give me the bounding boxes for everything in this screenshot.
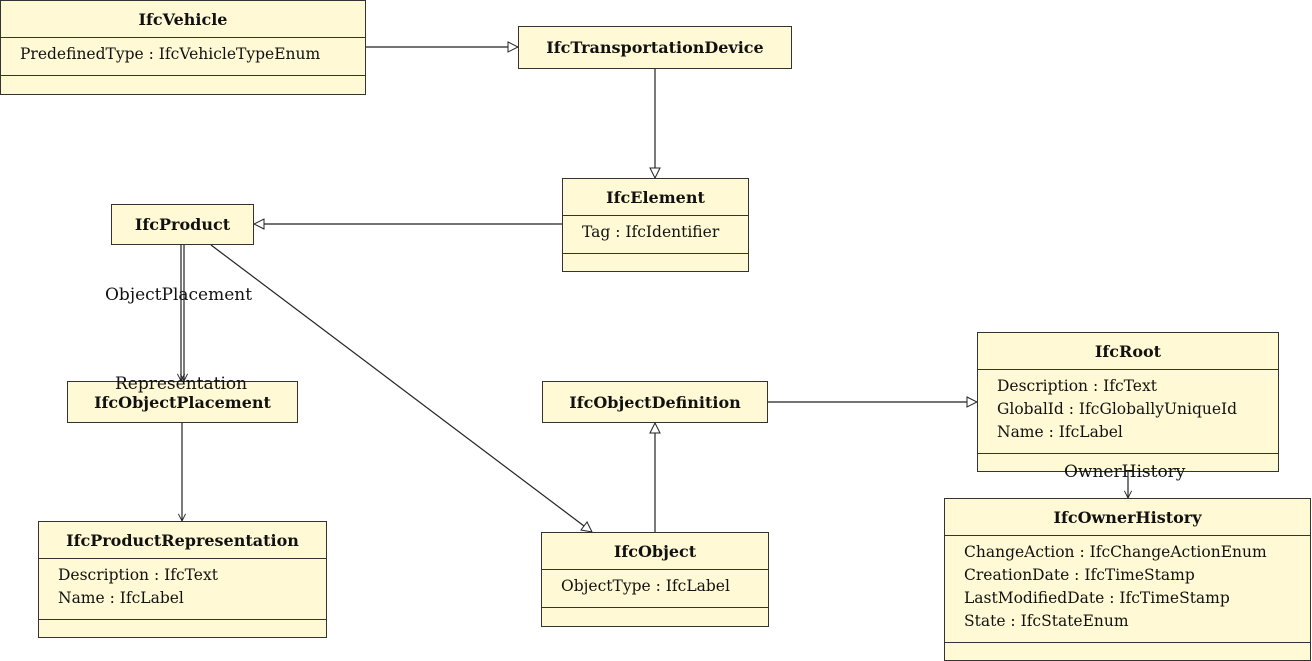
class-attributes: Description : IfcText Name : IfcLabel: [39, 559, 326, 620]
class-name: IfcObjectDefinition: [569, 392, 741, 412]
association-label-representation: Representation: [115, 374, 248, 394]
attribute: Description : IfcText: [58, 566, 218, 584]
class-name: IfcProductRepresentation: [39, 522, 326, 559]
class-name: IfcObjectPlacement: [94, 392, 271, 412]
class-name: IfcRoot: [978, 333, 1278, 370]
class-ifcroot[interactable]: IfcRoot Description : IfcText GlobalId :…: [977, 332, 1279, 472]
class-name: IfcOwnerHistory: [945, 499, 1310, 536]
attribute: GlobalId : IfcGloballyUniqueId: [997, 400, 1238, 418]
class-attributes: Description : IfcText GlobalId : IfcGlob…: [978, 370, 1278, 454]
association-label-objectplacement: ObjectPlacement: [105, 285, 253, 305]
attribute: Name : IfcLabel: [997, 423, 1123, 441]
class-ifcvehicle[interactable]: IfcVehicle PredefinedType : IfcVehicleTy…: [0, 0, 366, 95]
class-attributes: PredefinedType : IfcVehicleTypeEnum: [1, 38, 365, 76]
attribute: Tag : IfcIdentifier: [582, 223, 720, 241]
attribute: Name : IfcLabel: [58, 589, 184, 607]
association-label-ownerhistory: OwnerHistory: [1064, 462, 1186, 482]
class-name: IfcElement: [563, 179, 748, 216]
attribute: PredefinedType : IfcVehicleTypeEnum: [20, 45, 321, 63]
class-attributes: ChangeAction : IfcChangeActionEnum Creat…: [945, 536, 1310, 643]
class-attributes: ObjectType : IfcLabel: [542, 570, 768, 608]
class-ifcelement[interactable]: IfcElement Tag : IfcIdentifier: [562, 178, 749, 272]
class-name: IfcTransportationDevice: [546, 38, 764, 57]
attribute: Description : IfcText: [997, 377, 1157, 395]
attribute: ObjectType : IfcLabel: [561, 577, 730, 595]
class-ifctransportationdevice[interactable]: IfcTransportationDevice: [518, 26, 792, 69]
class-name: IfcProduct: [134, 215, 231, 234]
class-ifcobjectdefinition[interactable]: IfcObjectDefinition: [542, 381, 768, 423]
attribute: CreationDate : IfcTimeStamp: [964, 566, 1195, 584]
class-name: IfcVehicle: [1, 1, 365, 38]
class-ifcobjectplacement[interactable]: IfcObjectPlacement: [67, 381, 298, 423]
attribute: ChangeAction : IfcChangeActionEnum: [964, 543, 1267, 561]
attribute: State : IfcStateEnum: [964, 612, 1129, 630]
class-name: IfcObject: [542, 533, 768, 570]
class-ifcproduct[interactable]: IfcProduct: [111, 204, 254, 245]
class-ifcownerhistory[interactable]: IfcOwnerHistory ChangeAction : IfcChange…: [944, 498, 1311, 661]
attribute: LastModifiedDate : IfcTimeStamp: [964, 589, 1230, 607]
class-ifcobject[interactable]: IfcObject ObjectType : IfcLabel: [541, 532, 769, 627]
generalization-product-to-object: [210, 244, 592, 532]
class-attributes: Tag : IfcIdentifier: [563, 216, 748, 254]
class-ifcproductrepresentation[interactable]: IfcProductRepresentation Description : I…: [38, 521, 327, 638]
